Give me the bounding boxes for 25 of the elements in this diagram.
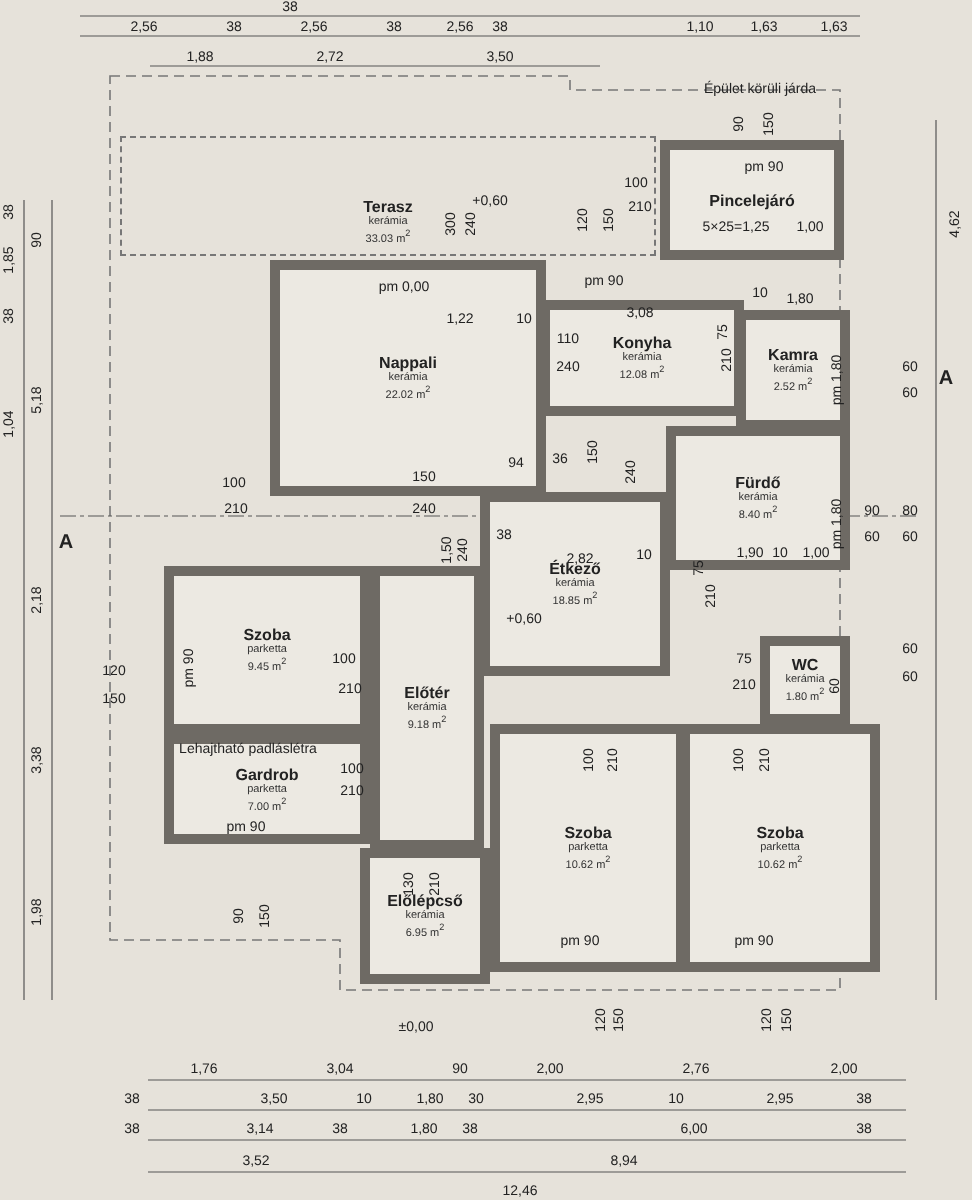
room-name: Konyha [612, 334, 672, 353]
room-outline [680, 724, 880, 972]
room-name: Szoba [756, 824, 804, 843]
room-name: Nappali [379, 354, 437, 373]
room-name: Szoba [243, 626, 291, 645]
room-name: Kamra [768, 346, 818, 365]
room-outline [760, 636, 850, 724]
room-outline [490, 724, 686, 972]
room-outline [660, 140, 844, 260]
room-outline [270, 260, 546, 496]
room-name: Terasz [363, 198, 413, 216]
section-marker: A [938, 370, 954, 390]
room-outline [540, 300, 744, 416]
room-outline [736, 310, 850, 430]
room-name: Fürdő [735, 474, 781, 493]
room-name: Gardrob [235, 765, 299, 784]
section-marker: A [58, 534, 74, 554]
room-name: Pincelejáró [709, 191, 795, 209]
room-name: Szoba [564, 824, 612, 843]
room-outline [480, 492, 670, 676]
room-name: Étkező [549, 560, 601, 579]
terrace-area [120, 136, 656, 256]
room-name: Előtér [404, 684, 450, 703]
room-name: Előlépcső [387, 892, 463, 911]
room-name: WC [791, 656, 819, 675]
